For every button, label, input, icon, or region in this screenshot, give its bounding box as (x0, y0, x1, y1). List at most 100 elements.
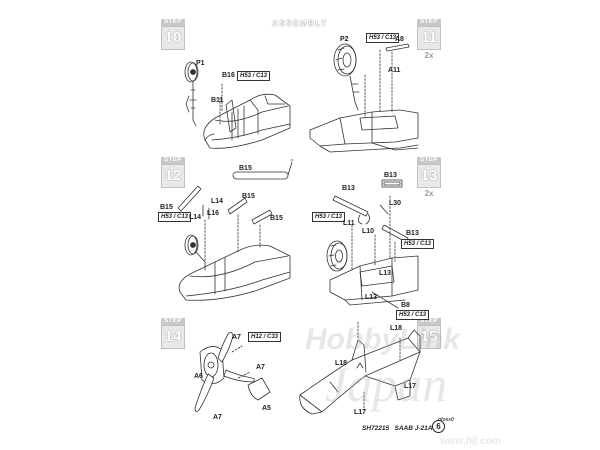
paint-code: H53 / C13 (401, 239, 435, 249)
step-label: STEP (417, 157, 441, 164)
page-title: ASSEMBLY (272, 19, 328, 28)
paint-code: H53 / C13 (366, 33, 400, 43)
step-12-fuselage-drawing (178, 244, 291, 301)
part-label: L30 (389, 200, 402, 207)
part-label: L16 (207, 210, 220, 217)
paint-code: H12 / C33 (248, 332, 282, 342)
step-number: 11 (421, 29, 437, 46)
step-number: 13 (420, 167, 438, 184)
step-12-leader-lines (204, 214, 261, 263)
part-label: B16 (222, 72, 235, 79)
step-10-door-parts (225, 99, 237, 133)
step-13-door-top (332, 195, 369, 217)
watermark-brand: HobbyLink (305, 323, 460, 356)
part-label: B13 (384, 172, 397, 179)
step-11-fuselage-drawing (309, 109, 419, 153)
part-label: B8 (401, 302, 410, 309)
part-label: L18 (390, 325, 403, 332)
part-label: A7 (232, 334, 241, 341)
part-label: B13 (342, 185, 355, 192)
step-quantity: 2x (424, 189, 434, 198)
step-13-badge: STEP 13 2x (417, 157, 441, 198)
step-12-door-right (251, 209, 273, 225)
step-label: STEP (161, 157, 185, 164)
part-label: L17 (404, 383, 417, 390)
step-15-badge: STEP 15 (417, 318, 441, 349)
part-label: B11 (211, 97, 224, 104)
watermark-url: www.hlj.com (440, 436, 501, 447)
model-name: SAAB J-21A (394, 425, 433, 432)
part-label: L11 (343, 220, 355, 227)
step-13-main-wheel (326, 240, 348, 272)
step-14-blade-bottom (194, 373, 215, 412)
step-11-badge: STEP 11 2x (417, 19, 441, 60)
step-12-small-links (202, 204, 210, 220)
step-quantity: 2x (424, 51, 434, 60)
step-10-badge: STEP 10 (161, 19, 185, 50)
part-label: L10 (362, 228, 375, 235)
paint-code: H53 / C13 (312, 212, 346, 222)
kit-code: SH72215 (362, 425, 390, 432)
part-label: B15 (242, 193, 255, 200)
part-label: B15 (160, 204, 173, 211)
paint-code: H53 / C13 (158, 212, 192, 222)
part-label: L14 (211, 198, 224, 205)
part-label: P2 (340, 36, 349, 43)
step-10-nose-wheel (184, 61, 199, 83)
step-number: 15 (420, 328, 438, 345)
part-label: L14 (189, 214, 202, 221)
part-label: B15 (239, 165, 252, 172)
step-12-bar-top (232, 159, 294, 180)
step-12-nose-wheel (184, 234, 206, 271)
step-13-links (358, 204, 389, 225)
step-15-tail-drawing (299, 329, 421, 415)
step-number: 12 (164, 167, 182, 184)
step-11-main-wheel (333, 43, 357, 77)
step-14-hub-cap (247, 377, 271, 401)
part-label: A7 (213, 414, 222, 421)
part-label: A6 (194, 373, 203, 380)
step-number: 10 (164, 29, 182, 46)
part-label: L18 (335, 360, 348, 367)
step-11-door (385, 43, 410, 52)
grade-label: gloss0 (438, 417, 454, 423)
watermark-country: Japan (325, 356, 448, 412)
step-13-door-box (381, 179, 403, 188)
step-label: STEP (161, 19, 185, 26)
step-13-fuselage-drawing (329, 255, 419, 309)
step-10-fuselage-drawing (203, 93, 291, 149)
part-label: P1 (196, 60, 205, 67)
part-label: L17 (354, 409, 367, 416)
part-label: A7 (256, 364, 265, 371)
step-12-door-left (177, 185, 202, 212)
part-label: L13 (379, 270, 392, 277)
footer: SH72215 SAAB J-21A gloss0 (362, 417, 454, 432)
step-12-badge: STEP 12 (161, 157, 185, 188)
paint-code: H53 / C13 (237, 71, 271, 81)
part-label: A8 (395, 36, 404, 43)
part-label: B15 (270, 215, 283, 222)
step-12-door-mid (227, 197, 248, 215)
step-14-leader-lines (231, 345, 251, 379)
step-label: STEP (417, 19, 441, 26)
step-label: STEP (417, 318, 441, 325)
step-13-leader-lines (351, 195, 396, 271)
step-15-attach-arrows (356, 362, 364, 369)
step-11-strut (349, 75, 360, 111)
part-label: B13 (406, 230, 419, 237)
paint-code: H53 / C13 (396, 310, 430, 320)
step-15-leader-lines (357, 321, 401, 411)
step-11-leader-lines (364, 49, 393, 119)
step-number: 14 (164, 328, 182, 345)
part-label: A11 (388, 67, 401, 74)
part-label: L13 (365, 294, 378, 301)
step-10-leader-lines (219, 83, 223, 125)
step-14-blade-top (217, 332, 234, 363)
page-number: 6 (432, 420, 445, 433)
step-10-gear-leg (185, 81, 197, 127)
step-label: STEP (161, 318, 185, 325)
step-14-badge: STEP 14 (161, 318, 185, 349)
step-14-blade-right (223, 369, 255, 383)
